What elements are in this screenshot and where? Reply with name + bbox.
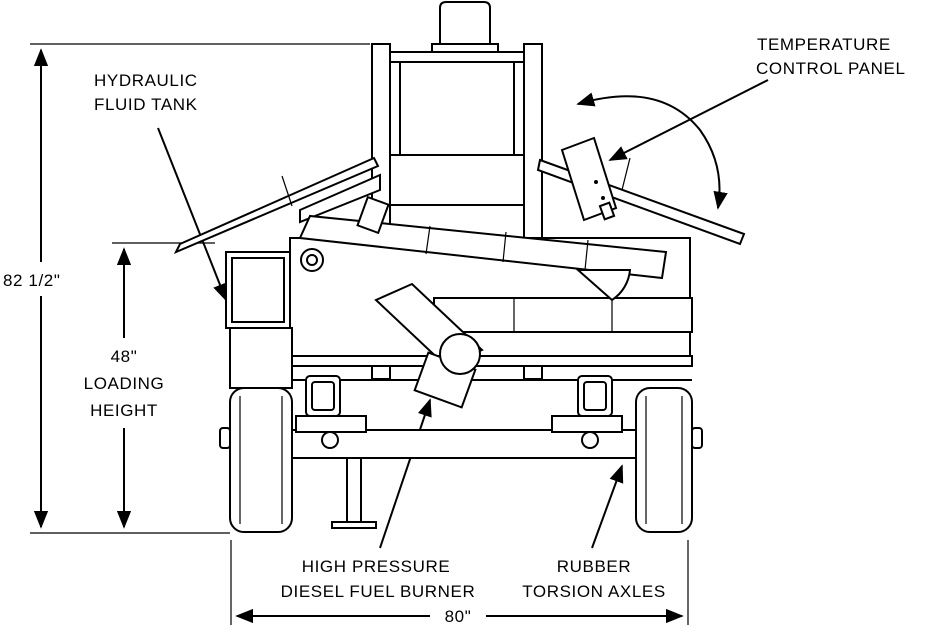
- overall-height-label: 82 1/2": [3, 271, 61, 290]
- width-dimension: [230, 540, 689, 625]
- svg-text:LOADING: LOADING: [84, 374, 165, 393]
- loading-height-label: 48" LOADING HEIGHT: [84, 347, 165, 420]
- overall-height-dimension: [30, 43, 370, 534]
- svg-text:TEMPERATURE: TEMPERATURE: [757, 35, 891, 54]
- svg-text:DIESEL FUEL BURNER: DIESEL FUEL BURNER: [281, 582, 476, 601]
- svg-text:TORSION AXLES: TORSION AXLES: [522, 582, 666, 601]
- svg-text:HIGH PRESSURE: HIGH PRESSURE: [302, 557, 451, 576]
- axles-label: RUBBER TORSION AXLES: [522, 557, 666, 601]
- hydraulic-tank-label: HYDRAULIC FLUID TANK: [94, 71, 198, 114]
- svg-text:RUBBER: RUBBER: [557, 557, 631, 576]
- burner-label: HIGH PRESSURE DIESEL FUEL BURNER: [281, 557, 476, 601]
- svg-text:HEIGHT: HEIGHT: [90, 401, 158, 420]
- width-label: 80": [445, 607, 472, 626]
- svg-text:FLUID TANK: FLUID TANK: [94, 95, 198, 114]
- machine-drawing: [173, 1, 746, 533]
- svg-text:CONTROL PANEL: CONTROL PANEL: [756, 59, 906, 78]
- temperature-panel-label: TEMPERATURE CONTROL PANEL: [756, 35, 906, 78]
- svg-text:HYDRAULIC: HYDRAULIC: [94, 71, 198, 90]
- svg-text:48": 48": [111, 347, 138, 366]
- rotation-arrow: [576, 92, 728, 210]
